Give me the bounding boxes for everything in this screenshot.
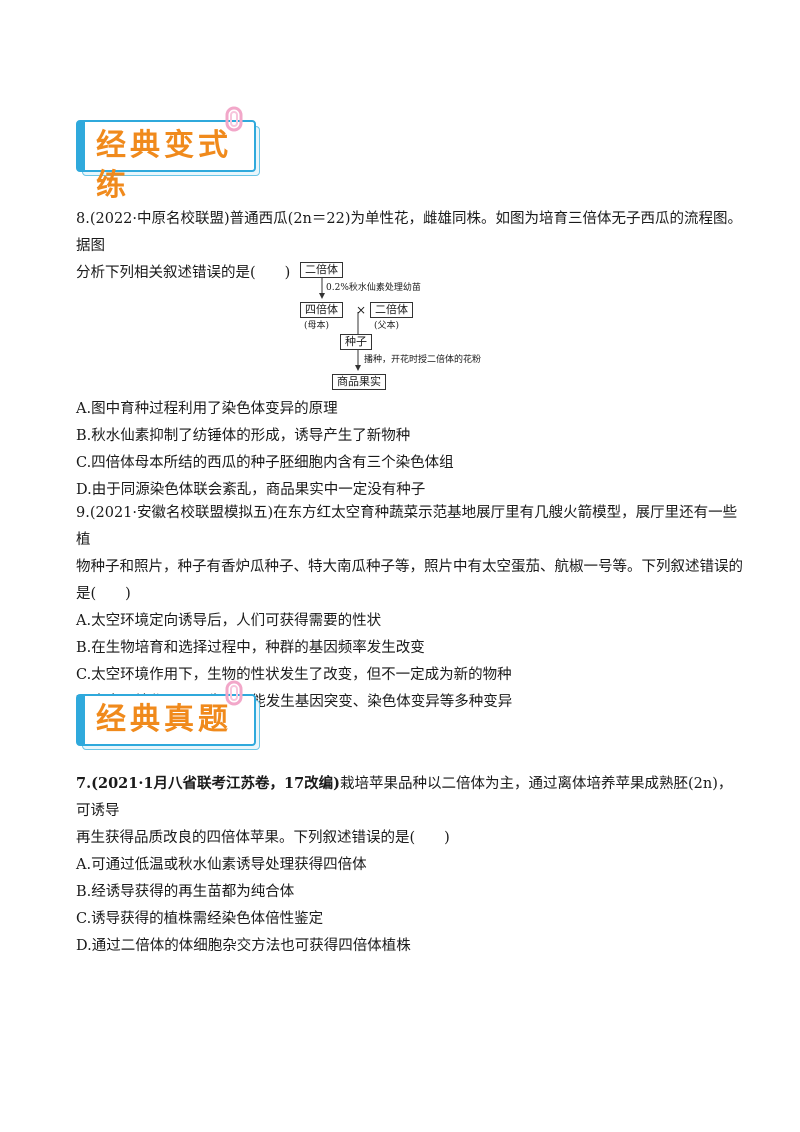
diploid-role: (父本) <box>374 321 400 331</box>
section-title: 经典变式练 <box>96 128 232 203</box>
question-9: 9.(2021·安徽名校联盟模拟五)在东方红太空育种蔬菜示范基地展厅里有几艘火箭… <box>76 500 746 716</box>
question-stem-cont: 是( ) <box>76 586 131 602</box>
breeding-flowchart: 二倍体 0.2%秋水仙素处理幼苗 四倍体 (母本) × 二倍体 (父本) 种子 … <box>296 258 516 394</box>
option-a[interactable]: A.可通过低温或秋水仙素诱导处理获得四倍体 <box>76 857 367 873</box>
option-c[interactable]: C.太空环境作用下，生物的性状发生了改变，但不一定成为新的物种 <box>76 667 512 683</box>
question-stem: 8.(2022·中原名校联盟)普通西瓜(2n＝22)为单性花，雌雄同株。如图为培… <box>76 211 742 254</box>
question-7: 7.(2021·1月八省联考江苏卷，17改编)栽培苹果品种以二倍体为主，通过离体… <box>76 770 746 960</box>
option-b[interactable]: B.在生物培育和选择过程中，种群的基因频率发生改变 <box>76 640 425 656</box>
box-seed: 种子 <box>340 334 372 350</box>
tetraploid-role: (母本) <box>304 321 330 331</box>
question-8: 8.(2022·中原名校联盟)普通西瓜(2n＝22)为单性花，雌雄同株。如图为培… <box>76 206 746 287</box>
option-c[interactable]: C.诱导获得的植株需经染色体倍性鉴定 <box>76 911 324 927</box>
question-stem: 9.(2021·安徽名校联盟模拟五)在东方红太空育种蔬菜示范基地展厅里有几艘火箭… <box>76 505 738 548</box>
question-stem-cont: 分析下列相关叙述错误的是( ) <box>76 265 291 281</box>
question-stem: 7.(2021·1月八省联考江苏卷，17改编)栽培苹果品种以二倍体为主，通过离体… <box>76 775 733 819</box>
paperclip-icon <box>225 680 243 706</box>
box-diploid-right: 二倍体 <box>370 302 413 318</box>
option-d[interactable]: D.通过二倍体的体细胞杂交方法也可获得四倍体植株 <box>76 938 411 954</box>
box-fruit: 商品果实 <box>332 374 386 390</box>
paperclip-icon <box>225 106 243 132</box>
option-d[interactable]: D.由于同源染色体联会紊乱，商品果实中一定没有种子 <box>76 482 426 498</box>
section-banner-real-exam: 经典真题 <box>76 680 262 750</box>
section-banner-variant: 经典变式练 <box>76 106 262 203</box>
question-8-options: A.图中育种过程利用了染色体变异的原理 B.秋水仙素抑制了纺锤体的形成，诱导产生… <box>76 396 746 504</box>
cross-symbol: × <box>356 303 367 317</box>
step1-note: 0.2%秋水仙素处理幼苗 <box>326 283 421 293</box>
option-a[interactable]: A.图中育种过程利用了染色体变异的原理 <box>76 401 338 417</box>
question-stem-cont: 再生获得品质改良的四倍体苹果。下列叙述错误的是( ) <box>76 830 450 846</box>
box-tetraploid: 四倍体 <box>300 302 343 318</box>
option-a[interactable]: A.太空环境定向诱导后，人们可获得需要的性状 <box>76 613 382 629</box>
step2-note: 播种，开花时授二倍体的花粉 <box>364 355 482 365</box>
option-b[interactable]: B.经诱导获得的再生苗都为纯合体 <box>76 884 295 900</box>
box-diploid-top: 二倍体 <box>300 262 343 278</box>
question-stem-cont: 物种子和照片，种子有香炉瓜种子、特大南瓜种子等，照片中有太空蛋茄、航椒一号等。下… <box>76 559 743 575</box>
section-title: 经典真题 <box>96 702 232 737</box>
option-b[interactable]: B.秋水仙素抑制了纺锤体的形成，诱导产生了新物种 <box>76 428 411 444</box>
option-c[interactable]: C.四倍体母本所结的西瓜的种子胚细胞内含有三个染色体组 <box>76 455 454 471</box>
